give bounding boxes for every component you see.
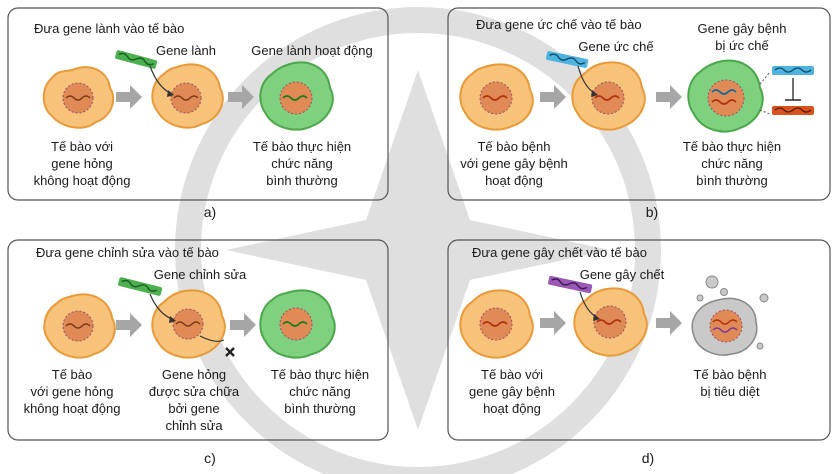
panel-b-title: Đưa gene ức chế vào tế bào bbox=[476, 17, 642, 32]
panel-d-gene-label: Gene gây chết bbox=[579, 267, 665, 282]
arrow-b1 bbox=[540, 85, 566, 109]
panel-b-gene-label: Gene ức chế bbox=[578, 39, 654, 54]
panel-a-cell-1 bbox=[42, 66, 115, 129]
caption-line: Tế bào thực hiện bbox=[252, 139, 352, 154]
healthy-gene-icon bbox=[115, 50, 158, 69]
caption-line: Gene gây bệnh bbox=[697, 21, 787, 36]
caption-line: Tế bào bbox=[51, 367, 93, 382]
panel-b-cell-2 bbox=[571, 61, 646, 131]
panel-a-result-label: Gene lành hoạt động bbox=[251, 43, 373, 58]
editing-gene-icon bbox=[118, 277, 163, 296]
arrow-d1 bbox=[540, 311, 566, 335]
panel-c-cell1-caption: Tế bào với gene hỏng không hoạt động bbox=[24, 366, 121, 417]
panel-b-caption: b) bbox=[645, 204, 659, 220]
caption-line: gene hỏng bbox=[51, 156, 113, 171]
caption-line: không hoạt động bbox=[33, 173, 131, 188]
caption-line: Tế bào thực hiện bbox=[270, 367, 370, 382]
panel-d-cell-2 bbox=[573, 287, 648, 357]
caption-line: Tế bào thực hiện bbox=[682, 139, 782, 154]
inhibition-detail-icon bbox=[759, 66, 814, 115]
panel-b-cell-1 bbox=[459, 63, 534, 131]
caption-line: bình thường bbox=[284, 401, 356, 416]
caption-line: không hoạt động bbox=[23, 401, 121, 416]
caption-line: chức năng bbox=[701, 156, 763, 171]
arrow-c2 bbox=[230, 313, 256, 337]
panel-d-title: Đưa gene gây chết vào tế bào bbox=[472, 245, 647, 260]
caption-line: Tế bào bệnh bbox=[477, 139, 551, 154]
panel-c-title: Đưa gene chỉnh sửa vào tế bào bbox=[36, 245, 219, 260]
panel-a-cell-2 bbox=[151, 63, 224, 129]
caption-line: chức năng bbox=[271, 156, 333, 171]
removal-arrow-c bbox=[199, 335, 225, 342]
panel-a-cell1-caption: Tế bào với gene hỏng không hoạt động bbox=[34, 138, 131, 189]
panel-a-frame bbox=[7, 7, 389, 201]
caption-line: bị ức chế bbox=[715, 38, 769, 53]
caption-line: bị tiêu diệt bbox=[700, 384, 760, 399]
caption-line: bởi gene bbox=[168, 401, 220, 416]
arrow-a1 bbox=[116, 85, 142, 109]
caption-line: được sửa chữa bbox=[148, 384, 240, 399]
panel-b-cell1-caption: Tế bào bệnh với gene gây bệnh hoạt động bbox=[460, 138, 568, 189]
inhibitor-gene-icon bbox=[545, 51, 589, 68]
panel-b-result-label: Gene gây bệnh bị ức chế bbox=[698, 20, 787, 54]
panel-a-caption: a) bbox=[203, 204, 217, 220]
caption-line: gene gây bệnh bbox=[468, 384, 556, 399]
panel-c-cell3-caption: Tế bào thực hiện chức năng bình thường bbox=[271, 366, 369, 417]
panel-d-cell-1 bbox=[459, 289, 534, 359]
panel-d-cell1-caption: Tế bào với gene gây bệnh hoạt động bbox=[469, 366, 555, 417]
panel-a-title: Đưa gene lành vào tế bào bbox=[34, 21, 185, 36]
panel-d-frame bbox=[447, 239, 831, 441]
panel-d-caption: d) bbox=[641, 450, 655, 466]
panel-c-cell2-caption: Gene hỏng được sửa chữa bởi gene chỉnh s… bbox=[149, 366, 239, 434]
panel-c-caption: c) bbox=[204, 450, 216, 466]
caption-line: với gene hỏng bbox=[30, 384, 114, 399]
watermark-logo bbox=[175, 7, 661, 474]
panel-c-cell-1 bbox=[43, 293, 116, 359]
panel-d-destroyed-cell bbox=[691, 275, 769, 356]
panel-c-frame bbox=[7, 239, 389, 441]
removed-gene-x-icon bbox=[225, 347, 235, 357]
caption-line: Tế bào với bbox=[51, 139, 113, 154]
panel-d-cell3-caption: Tế bào bệnh bị tiêu diệt bbox=[693, 366, 766, 400]
panel-b-frame bbox=[447, 7, 831, 201]
arrow-b2 bbox=[656, 85, 682, 109]
lethal-gene-icon bbox=[548, 275, 593, 294]
caption-line: bình thường bbox=[696, 173, 768, 188]
caption-line: hoạt động bbox=[485, 173, 543, 188]
panel-a-cell-3 bbox=[259, 61, 334, 131]
arrow-a2 bbox=[228, 85, 254, 109]
caption-line: chức năng bbox=[289, 384, 351, 399]
panel-c-gene-label: Gene chỉnh sửa bbox=[153, 267, 247, 282]
panel-b-cell3-caption: Tế bào thực hiện chức năng bình thường bbox=[683, 138, 781, 189]
panel-c-cell-2 bbox=[151, 289, 226, 359]
caption-line: Tế bào bệnh bbox=[693, 367, 767, 382]
panel-b-cell-3 bbox=[687, 59, 764, 133]
arrow-d2 bbox=[656, 311, 682, 335]
caption-line: hoạt động bbox=[483, 401, 541, 416]
caption-line: với gene gây bệnh bbox=[460, 156, 568, 171]
caption-line: chỉnh sửa bbox=[165, 418, 223, 433]
panel-a-gene-label: Gene lành bbox=[156, 43, 216, 58]
arrow-c1 bbox=[116, 313, 142, 337]
caption-line: bình thường bbox=[266, 173, 338, 188]
panel-a-cell3-caption: Tế bào thực hiện chức năng bình thường bbox=[253, 138, 351, 189]
panel-c-cell-3 bbox=[259, 289, 336, 359]
caption-line: Gene hỏng bbox=[161, 367, 227, 382]
caption-line: Tế bào với bbox=[481, 367, 543, 382]
